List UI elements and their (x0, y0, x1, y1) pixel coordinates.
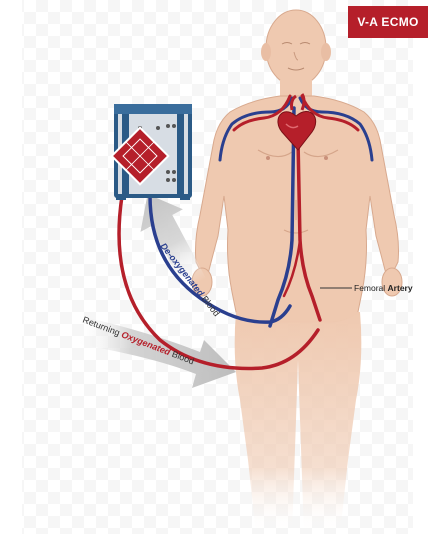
femoral-prefix: Femoral (354, 283, 388, 293)
mode-badge: V-A ECMO (348, 6, 428, 38)
neck (280, 80, 312, 98)
human-body (192, 10, 402, 534)
oxygenator-machine-icon (112, 104, 192, 200)
head (266, 10, 326, 86)
left-ear (261, 43, 271, 61)
legs (235, 312, 362, 534)
femoral-artery-label: Femoral Artery (354, 283, 413, 293)
femoral-bold: Artery (388, 283, 413, 293)
deoxy-suffix: Blood (198, 292, 222, 318)
right-ear (321, 43, 331, 61)
